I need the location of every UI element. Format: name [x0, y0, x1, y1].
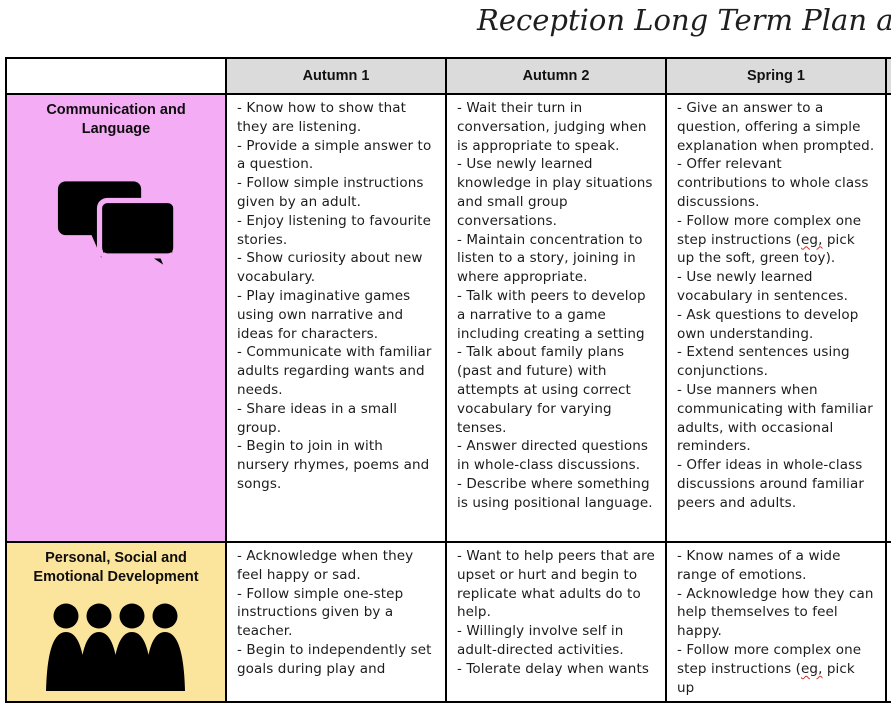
- bullet-list: - Wait their turn in conversation, judgi…: [457, 100, 653, 511]
- header-partial-next: [885, 57, 891, 95]
- bullet-list: - Know names of a wide range of emotions…: [677, 548, 874, 696]
- row-personal-social-emotional: Personal, Social and Emotional Developme…: [5, 540, 891, 703]
- cell-cl-partial-next: [885, 93, 891, 543]
- people-group-icon: [46, 603, 185, 691]
- cell-psed-autumn-2: - Want to help peers that are upset or h…: [445, 540, 667, 703]
- area-title: Personal, Social and Emotional Developme…: [33, 550, 199, 585]
- header-row: Autumn 1 Autumn 2 Spring 1: [5, 57, 891, 95]
- cell-psed-spring-1: - Know names of a wide range of emotions…: [665, 540, 887, 703]
- cell-psed-autumn-1: - Acknowledge when they feel happy or sa…: [225, 540, 447, 703]
- header-autumn-1: Autumn 1: [225, 57, 447, 95]
- corner-header-cell: [5, 57, 227, 95]
- speech-bubbles-icon: [57, 181, 179, 275]
- area-title: Communication and Language: [46, 102, 186, 137]
- cell-cl-autumn-2: - Wait their turn in conversation, judgi…: [445, 93, 667, 543]
- page-title: Reception Long Term Plan and Progre: [477, 3, 891, 37]
- row-communication-and-language: Communication and Language - Know how to…: [5, 93, 891, 543]
- header-autumn-2: Autumn 2: [445, 57, 667, 95]
- long-term-plan-table: Autumn 1 Autumn 2 Spring 1 Communication…: [5, 57, 891, 703]
- bullet-list: - Know how to show that they are listeni…: [237, 100, 432, 492]
- bullet-list: - Give an answer to a question, offering…: [677, 100, 875, 511]
- bullet-list: - Want to help peers that are upset or h…: [457, 548, 655, 677]
- cell-cl-autumn-1: - Know how to show that they are listeni…: [225, 93, 447, 543]
- cell-psed-partial-next: [885, 540, 891, 703]
- cell-cl-spring-1: - Give an answer to a question, offering…: [665, 93, 887, 543]
- area-cell-psed: Personal, Social and Emotional Developme…: [5, 540, 227, 703]
- bullet-list: - Acknowledge when they feel happy or sa…: [237, 548, 432, 677]
- area-cell-communication-language: Communication and Language: [5, 93, 227, 543]
- header-spring-1: Spring 1: [665, 57, 887, 95]
